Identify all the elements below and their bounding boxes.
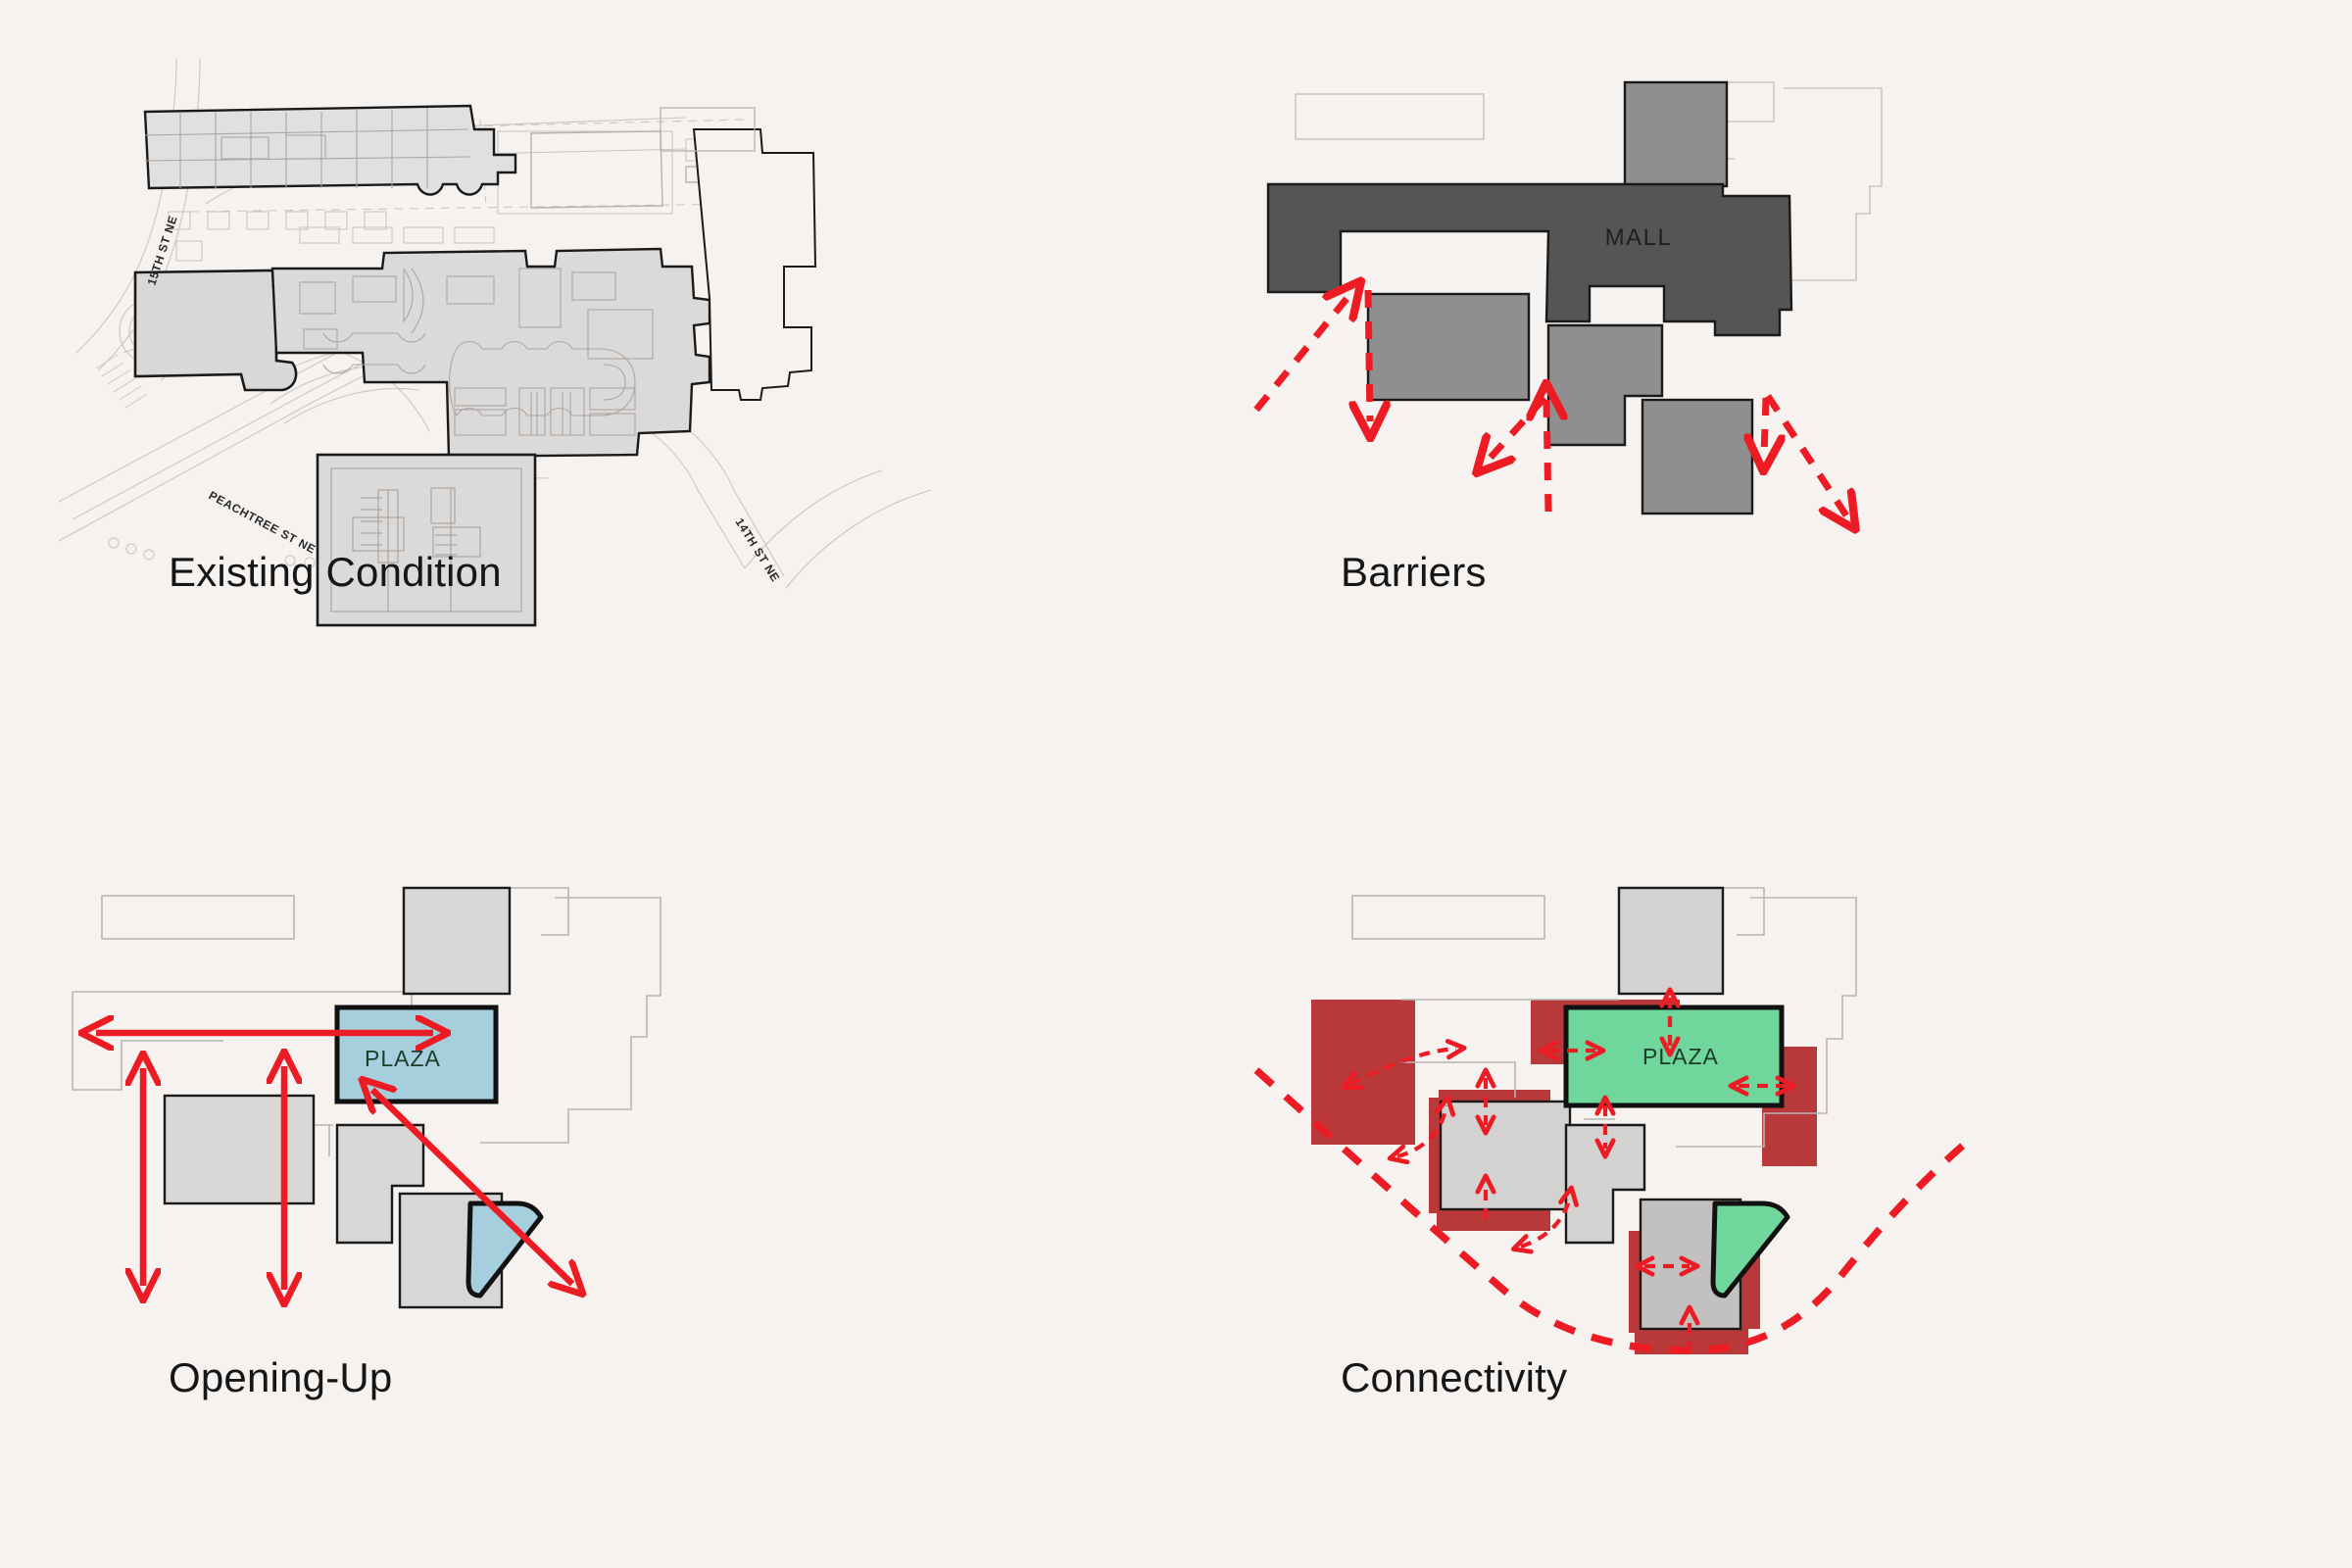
mall-mass: [1266, 182, 1793, 337]
connectivity-building-north: [1617, 886, 1725, 996]
barrier-building-north: [1623, 80, 1729, 188]
barrier-arrow-4: [1488, 395, 1547, 461]
panel-title-existing-condition: Existing Condition: [169, 549, 502, 595]
panel-existing-condition: 15TH ST NE PEACHTREE ST NE 14TH ST NE Ex…: [58, 58, 1137, 666]
connectivity-perimeter-loop: [1253, 1067, 1967, 1354]
panel-title-barriers: Barriers: [1341, 549, 1487, 595]
plaza-label-opening: PLAZA: [365, 1046, 441, 1071]
barrier-arrow-3: [1546, 400, 1548, 513]
mall-label: MALL: [1605, 224, 1673, 251]
barrier-arrow-5: [1764, 397, 1766, 455]
connectivity-hook-1: [1341, 1039, 1467, 1091]
panel-opening-up: PLAZA Opening-Up: [59, 862, 1137, 1470]
connectivity-building-west: [1439, 1100, 1572, 1211]
barrier-building-west: [1366, 292, 1531, 402]
barrier-arrow-2: [1368, 289, 1370, 421]
plaza-wedge-green: [1710, 1200, 1790, 1298]
connectivity-hook-3: [1510, 1185, 1579, 1254]
barriers-drawing: MALL: [1253, 59, 2274, 608]
barrier-arrow-6: [1765, 394, 1846, 515]
connectivity-drawing: PLAZA: [1253, 862, 2293, 1392]
opening-building-west: [163, 1094, 316, 1205]
panel-barriers: MALL Barriers: [1253, 59, 2313, 666]
existing-condition-drawing: 15TH ST NE PEACHTREE ST NE 14TH ST NE: [58, 58, 1058, 627]
barrier-arrow-1: [1253, 294, 1350, 413]
connectivity-hook-2: [1387, 1095, 1456, 1165]
panel-connectivity: PLAZA: [1253, 862, 2332, 1470]
barrier-building-south: [1641, 398, 1754, 515]
street-label-14th: 14TH ST NE: [732, 515, 782, 584]
street-label-peachtree: PEACHTREE ST NE: [207, 488, 318, 556]
opening-building-north: [402, 886, 512, 996]
opening-axis-diagonal: [372, 1090, 572, 1284]
panel-title-opening-up: Opening-Up: [169, 1354, 393, 1400]
plaza-label-connectivity: PLAZA: [1642, 1044, 1719, 1069]
panel-title-connectivity: Connectivity: [1341, 1354, 1568, 1400]
opening-up-drawing: PLAZA: [59, 862, 1078, 1392]
